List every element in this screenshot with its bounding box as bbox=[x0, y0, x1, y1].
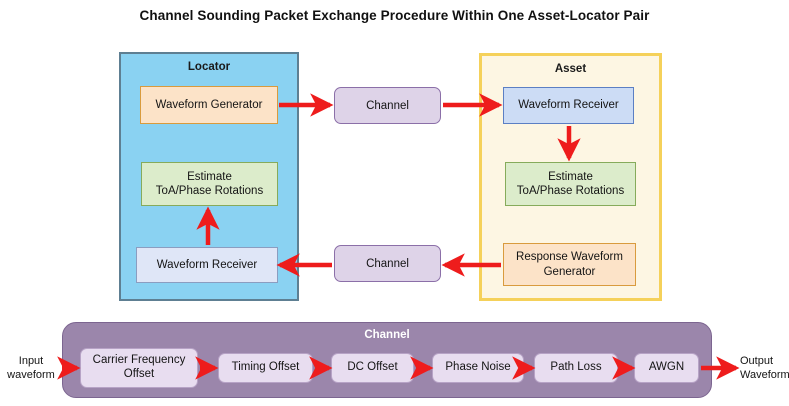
asset-estimate-label-line1: Estimate bbox=[548, 170, 593, 183]
channel-stage-2-line1: DC Offset bbox=[347, 361, 398, 374]
page-title: Channel Sounding Packet Exchange Procedu… bbox=[139, 8, 650, 23]
channel-stage-carrier-frequency-offset[interactable]: Carrier Frequency Offset bbox=[80, 348, 198, 388]
output-waveform-label: Output Waveform bbox=[740, 355, 789, 383]
channel-stage-1-line1: Timing Offset bbox=[231, 361, 300, 374]
channel-stage-timing-offset[interactable]: Timing Offset bbox=[218, 353, 313, 383]
channel-stage-0-line2: Offset bbox=[123, 368, 155, 380]
channel-stage-4-line1: Path Loss bbox=[550, 361, 602, 374]
output-waveform-label-line1: Output bbox=[740, 355, 774, 367]
locator-estimate-label-line2: ToA/Phase Rotations bbox=[155, 185, 264, 197]
locator-waveform-generator-block[interactable]: Waveform Generator bbox=[140, 86, 278, 124]
channel-pill-forward-label: Channel bbox=[366, 99, 409, 112]
channel-stage-3-line1: Phase Noise bbox=[445, 361, 511, 374]
channel-stage-path-loss[interactable]: Path Loss bbox=[534, 353, 618, 383]
output-waveform-label-line2: Waveform bbox=[740, 368, 789, 381]
asset-panel-title: Asset bbox=[554, 63, 587, 75]
asset-response-generator-label-line2: Generator bbox=[543, 265, 596, 278]
locator-panel-title: Locator bbox=[187, 61, 231, 73]
asset-waveform-receiver-block[interactable]: Waveform Receiver bbox=[503, 87, 634, 124]
channel-stage-dc-offset[interactable]: DC Offset bbox=[331, 353, 414, 383]
asset-response-generator-label-line1: Response Waveform bbox=[516, 251, 623, 264]
channel-pill-forward[interactable]: Channel bbox=[334, 87, 441, 124]
locator-estimate-block[interactable]: Estimate ToA/Phase Rotations bbox=[141, 162, 278, 206]
channel-detail-panel-title: Channel bbox=[364, 329, 410, 341]
locator-waveform-generator-label: Waveform Generator bbox=[155, 98, 263, 111]
channel-stage-awgn[interactable]: AWGN bbox=[634, 353, 699, 383]
asset-estimate-block[interactable]: Estimate ToA/Phase Rotations bbox=[505, 162, 636, 206]
asset-response-waveform-generator-block[interactable]: Response Waveform Generator bbox=[503, 243, 636, 286]
channel-pill-return[interactable]: Channel bbox=[334, 245, 441, 282]
locator-waveform-receiver-block[interactable]: Waveform Receiver bbox=[136, 247, 278, 283]
input-waveform-label-line1: Input bbox=[18, 355, 44, 367]
asset-estimate-label-line2: ToA/Phase Rotations bbox=[516, 185, 625, 197]
channel-stage-0-line1: Carrier Frequency bbox=[92, 354, 186, 367]
asset-waveform-receiver-label: Waveform Receiver bbox=[518, 99, 619, 112]
locator-estimate-label-line1: Estimate bbox=[187, 170, 232, 183]
input-waveform-label: Input waveform bbox=[0, 355, 62, 383]
input-waveform-label-line2: waveform bbox=[7, 368, 55, 381]
channel-stage-5-line1: AWGN bbox=[648, 361, 685, 374]
channel-pill-return-label: Channel bbox=[366, 257, 409, 270]
locator-waveform-receiver-label: Waveform Receiver bbox=[156, 258, 258, 271]
channel-stage-phase-noise[interactable]: Phase Noise bbox=[432, 353, 524, 383]
